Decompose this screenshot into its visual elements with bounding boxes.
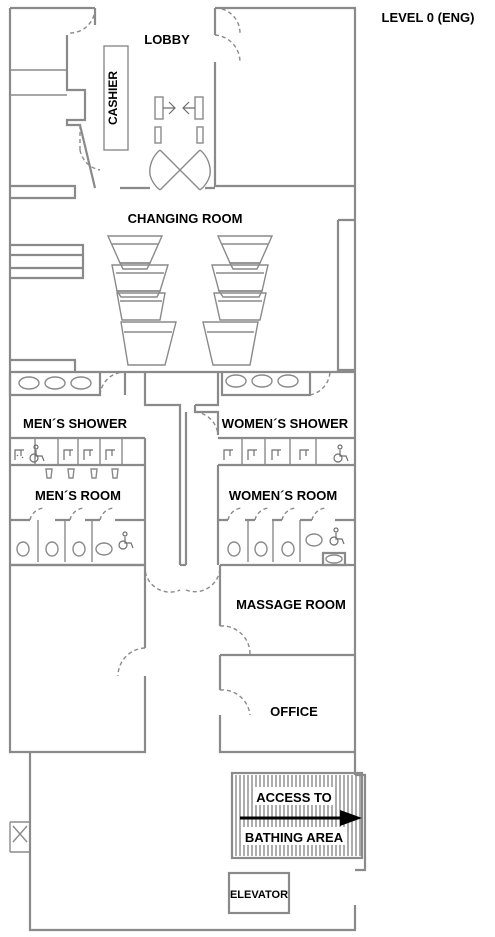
office-room <box>218 655 355 754</box>
entry-gate-icon <box>149 96 211 191</box>
building-outline <box>8 6 367 932</box>
wheelchair-icon <box>29 444 45 463</box>
storage-room-left <box>10 563 147 754</box>
toilet-row-urinals <box>45 468 119 479</box>
access-label-line1: ACCESS TO <box>256 790 332 805</box>
room-label-elevator: ELEVATOR <box>230 889 288 901</box>
cashier-desk <box>103 45 129 151</box>
toilet-icon <box>118 531 134 550</box>
locker-cluster-left <box>106 235 177 366</box>
access-label-bg-2 <box>242 827 346 845</box>
womens-shower-area <box>216 436 355 565</box>
access-label-bg <box>254 787 334 805</box>
room-label-cashier: CASHIER <box>106 71 120 125</box>
room-label-office: OFFICE <box>270 704 318 719</box>
womens-room-area <box>218 507 355 567</box>
room-label-mens-room: MEN´S ROOM <box>35 488 121 503</box>
elevator-box <box>227 871 291 915</box>
side-entrance <box>9 821 30 853</box>
lobby-area <box>10 7 355 200</box>
mens-shower-area <box>10 436 147 565</box>
room-label-mens-shower: MEN´S SHOWER <box>23 416 128 431</box>
level-label: LEVEL 0 (ENG) <box>382 10 475 25</box>
room-label-womens-room: WOMEN´S ROOM <box>229 488 337 503</box>
access-label-line2: BATHING AREA <box>245 830 344 845</box>
locker-cluster-right <box>202 235 274 366</box>
room-label-womens-shower: WOMEN´S SHOWER <box>222 416 349 431</box>
shower-icon <box>14 449 115 460</box>
changing-room-area <box>10 218 355 374</box>
room-label-massage-room: MASSAGE ROOM <box>236 597 346 612</box>
arrow-right-icon <box>240 810 362 826</box>
room-label-changing-room: CHANGING ROOM <box>128 211 243 226</box>
sink-row-women <box>220 371 331 397</box>
massage-room <box>218 563 355 657</box>
room-label-lobby: LOBBY <box>144 32 190 47</box>
sink-row-men <box>8 371 126 397</box>
central-corridor <box>123 372 221 593</box>
